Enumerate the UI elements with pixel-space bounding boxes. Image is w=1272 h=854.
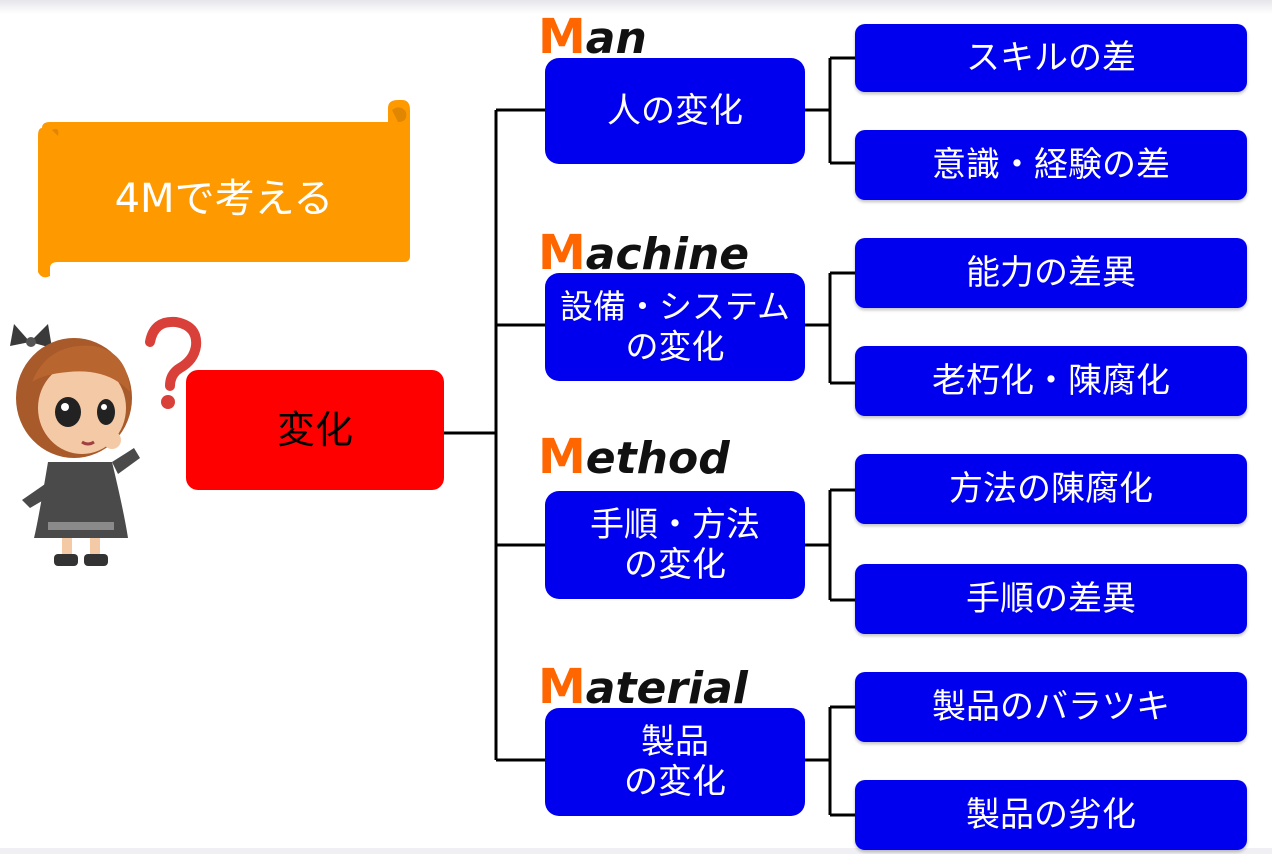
- man-label: Man: [538, 9, 647, 65]
- man-change-node: 人の変化: [545, 58, 805, 164]
- awareness-diff-node: 意識・経験の差: [855, 130, 1247, 200]
- material-label: Material: [538, 659, 748, 715]
- method-obsolete-node: 方法の陳腐化: [855, 454, 1247, 524]
- bottom-edge: [0, 848, 1272, 854]
- capability-diff-node: 能力の差異: [855, 238, 1247, 308]
- method-label: Method: [538, 429, 730, 485]
- skill-diff-node: スキルの差: [855, 24, 1247, 92]
- m-initial: M: [538, 429, 586, 485]
- product-variation-node: 製品のバラツキ: [855, 672, 1247, 742]
- thinking-girl-icon: [10, 316, 202, 566]
- top-edge: [0, 0, 1272, 14]
- machine-change-node: 設備・システム の変化: [545, 273, 805, 381]
- scroll-banner-shape: [38, 100, 410, 278]
- banner-text: 4Mで考える: [114, 176, 334, 222]
- root-node: 変化: [186, 370, 444, 490]
- m-initial: M: [538, 9, 586, 65]
- m-initial: M: [538, 659, 586, 715]
- machine-label: Machine: [538, 225, 750, 281]
- procedure-diff-node: 手順の差異: [855, 564, 1247, 634]
- m-initial: M: [538, 225, 586, 281]
- aging-node: 老朽化・陳腐化: [855, 346, 1247, 416]
- product-degradation-node: 製品の劣化: [855, 780, 1247, 850]
- question-mark-icon: [145, 316, 202, 409]
- material-change-node: 製品 の変化: [545, 708, 805, 816]
- method-change-node: 手順・方法 の変化: [545, 491, 805, 599]
